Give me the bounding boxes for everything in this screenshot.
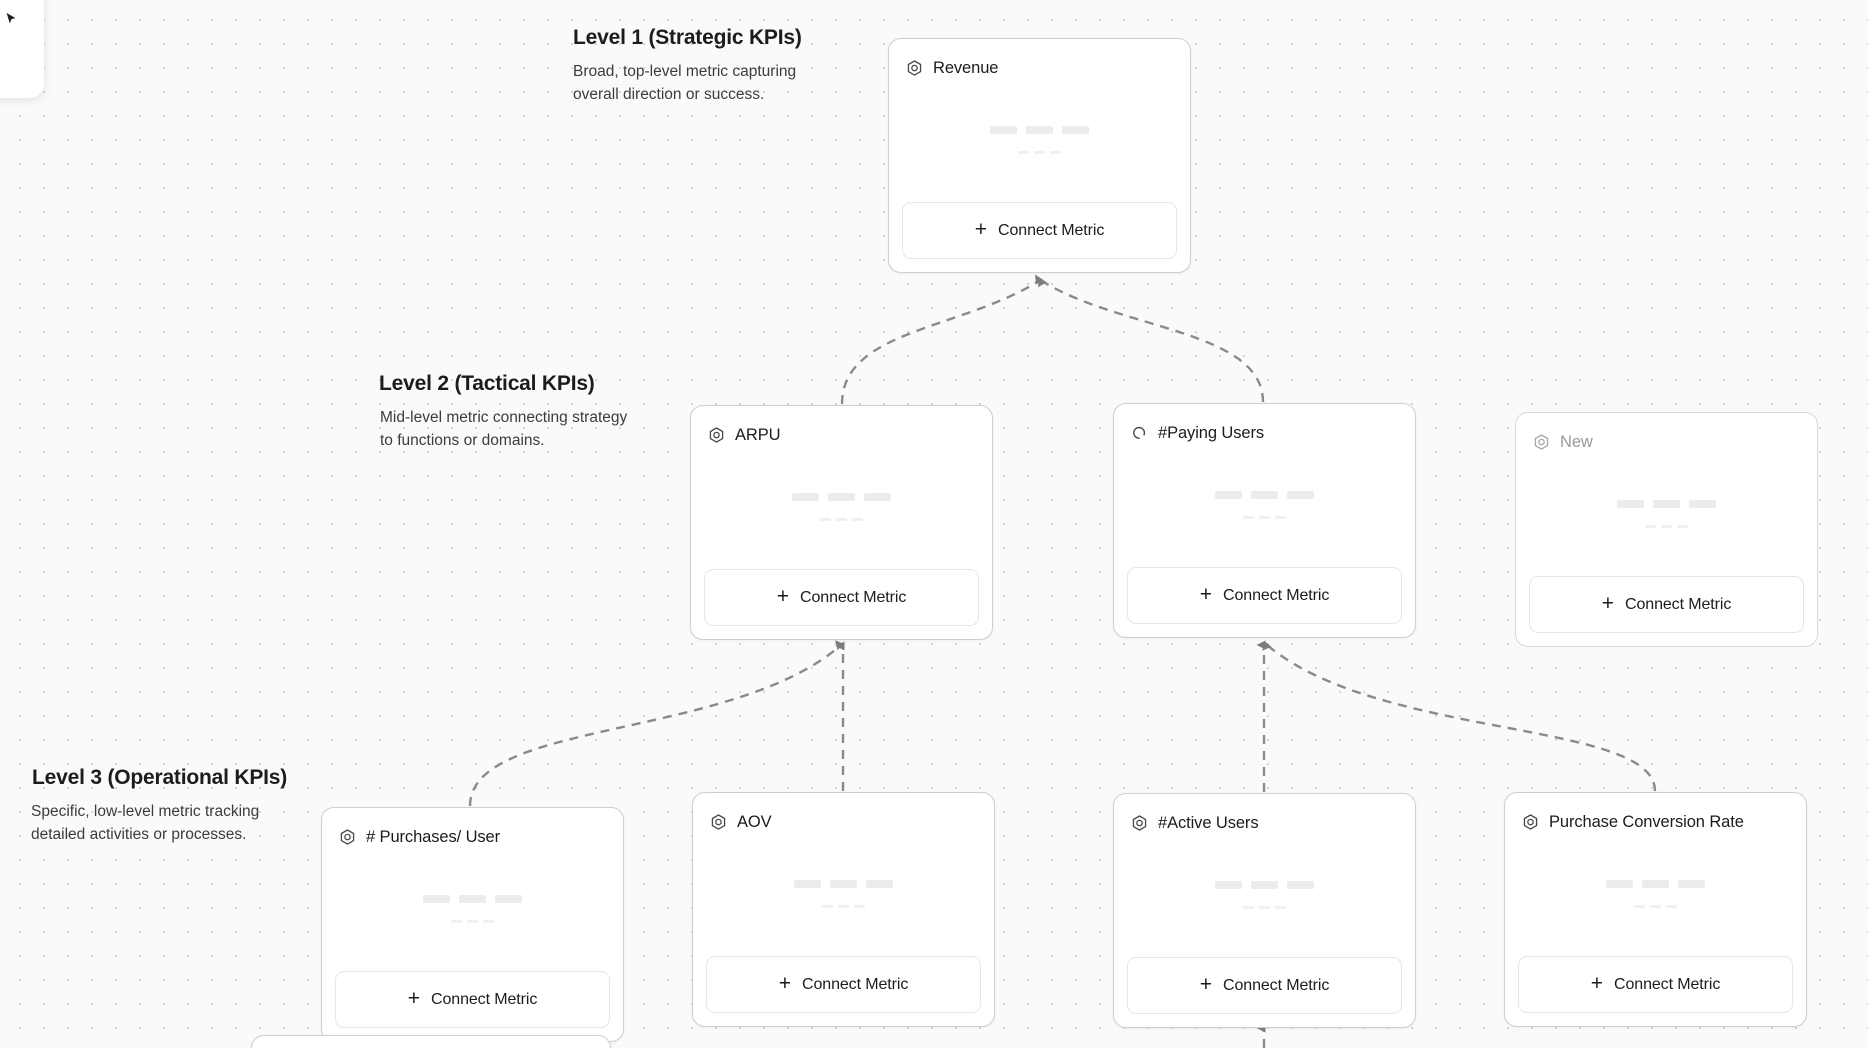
skeleton-row-primary <box>423 894 522 903</box>
metric-card-purchase-conversion-rate[interactable]: Purchase Conversion Rate + Connect Metri… <box>1504 792 1807 1027</box>
card-skeleton-body <box>1516 457 1817 576</box>
level-2-description: Mid-level metric connecting strategy to … <box>380 409 628 449</box>
metric-card-revenue[interactable]: Revenue + Connect Metric <box>888 38 1191 273</box>
skeleton-row-primary <box>794 879 893 888</box>
card-skeleton-body <box>322 852 623 971</box>
plus-icon: + <box>1601 592 1615 615</box>
floating-toolbar-panel[interactable] <box>0 0 44 98</box>
connect-metric-label: Connect Metric <box>1223 586 1330 604</box>
card-title: #Active Users <box>1158 814 1259 832</box>
skeleton-row-secondary <box>820 517 863 521</box>
skeleton-row-primary <box>990 125 1089 134</box>
plus-icon: + <box>1199 973 1213 996</box>
level-2-label-group: Level 2 (Tactical KPIs) Mid-level metric… <box>379 372 640 453</box>
connect-metric-button[interactable]: + Connect Metric <box>704 569 979 626</box>
loading-spinner-icon <box>1130 424 1149 443</box>
connect-metric-label: Connect Metric <box>1614 975 1721 993</box>
metric-card-new[interactable]: New + Connect Metric <box>1515 412 1818 647</box>
metric-card-paying-users[interactable]: #Paying Users + Connect Metric <box>1113 403 1416 638</box>
card-title: ARPU <box>735 426 781 444</box>
connect-metric-button[interactable]: + Connect Metric <box>706 956 981 1013</box>
card-skeleton-body <box>1505 837 1806 956</box>
card-title: Revenue <box>933 59 999 77</box>
hexagon-target-icon <box>338 828 357 847</box>
connect-metric-label: Connect Metric <box>800 588 907 606</box>
cursor-pointer-icon <box>4 12 18 26</box>
card-title: # Purchases/ User <box>366 828 501 846</box>
edge-paying-revenue <box>1038 277 1265 403</box>
skeleton-row-primary <box>1215 880 1314 889</box>
card-skeleton-body <box>889 83 1190 202</box>
connect-metric-label: Connect Metric <box>998 221 1105 239</box>
level-2-title: Level 2 (Tactical KPIs) <box>379 372 595 395</box>
plus-icon: + <box>776 585 790 608</box>
plus-icon: + <box>1199 583 1213 606</box>
metric-card-aov[interactable]: AOV + Connect Metric <box>692 792 995 1027</box>
connect-metric-button[interactable]: + Connect Metric <box>1518 956 1793 1013</box>
plus-icon: + <box>1590 972 1604 995</box>
hexagon-target-icon <box>1521 813 1540 832</box>
skeleton-row-secondary <box>1645 524 1688 528</box>
metric-card-arpu[interactable]: ARPU + Connect Metric <box>690 405 993 640</box>
connect-metric-label: Connect Metric <box>1223 976 1330 994</box>
hexagon-target-icon <box>1130 814 1149 833</box>
card-title: New <box>1560 433 1593 451</box>
hexagon-target-icon <box>905 59 924 78</box>
plus-icon: + <box>407 987 421 1010</box>
skeleton-row-primary <box>1606 879 1705 888</box>
edge-purchases-arpu <box>468 640 845 807</box>
connect-metric-button[interactable]: + Connect Metric <box>335 971 610 1028</box>
card-header: Purchase Conversion Rate <box>1505 793 1806 837</box>
card-title: Purchase Conversion Rate <box>1549 813 1744 831</box>
edge-pcr-paying <box>1262 640 1657 792</box>
skeleton-row-primary <box>1617 499 1716 508</box>
metric-card-offscreen-partial[interactable] <box>251 1035 611 1048</box>
metric-card-active-users[interactable]: #Active Users + Connect Metric <box>1113 793 1416 1028</box>
skeleton-row-secondary <box>1018 150 1061 154</box>
level-3-title: Level 3 (Operational KPIs) <box>32 766 288 789</box>
card-skeleton-body <box>1114 448 1415 567</box>
connect-metric-button[interactable]: + Connect Metric <box>1529 576 1804 633</box>
metric-card-purchases-per-user[interactable]: # Purchases/ User + Connect Metric <box>321 807 624 1042</box>
connect-metric-button[interactable]: + Connect Metric <box>1127 957 1402 1014</box>
card-skeleton-body <box>693 837 994 956</box>
level-1-label-group: Level 1 (Strategic KPIs) Broad, top-leve… <box>573 26 833 107</box>
connect-metric-label: Connect Metric <box>431 990 538 1008</box>
skeleton-row-primary <box>792 492 891 501</box>
skeleton-row-primary <box>1215 490 1314 499</box>
hexagon-target-icon <box>709 813 728 832</box>
skeleton-row-secondary <box>1243 515 1286 519</box>
skeleton-row-secondary <box>451 919 494 923</box>
card-skeleton-body <box>1114 838 1415 957</box>
hexagon-target-icon <box>1532 433 1551 452</box>
card-header: Revenue <box>889 39 1190 83</box>
card-header: AOV <box>693 793 994 837</box>
card-header: New <box>1516 413 1817 457</box>
skeleton-row-secondary <box>1243 905 1286 909</box>
card-skeleton-body <box>691 450 992 569</box>
connect-metric-label: Connect Metric <box>802 975 909 993</box>
card-header: #Active Users <box>1114 794 1415 838</box>
level-3-description: Specific, low-level metric tracking deta… <box>31 803 260 843</box>
level-3-label-group: Level 3 (Operational KPIs) Specific, low… <box>31 766 291 847</box>
connect-metric-button[interactable]: + Connect Metric <box>1127 567 1402 624</box>
card-title: AOV <box>737 813 772 831</box>
plus-icon: + <box>778 972 792 995</box>
level-1-title: Level 1 (Strategic KPIs) <box>573 26 802 49</box>
plus-icon: + <box>974 218 988 241</box>
connect-metric-label: Connect Metric <box>1625 595 1732 613</box>
level-1-description: Broad, top-level metric capturing overal… <box>573 63 797 103</box>
edge-arpu-revenue <box>840 274 1044 405</box>
card-header: #Paying Users <box>1114 404 1415 448</box>
connect-metric-button[interactable]: + Connect Metric <box>902 202 1177 259</box>
card-header: ARPU <box>691 406 992 450</box>
hexagon-target-icon <box>707 426 726 445</box>
card-title: #Paying Users <box>1158 424 1264 442</box>
skeleton-row-secondary <box>1634 904 1677 908</box>
card-header: # Purchases/ User <box>322 808 623 852</box>
skeleton-row-secondary <box>822 904 865 908</box>
